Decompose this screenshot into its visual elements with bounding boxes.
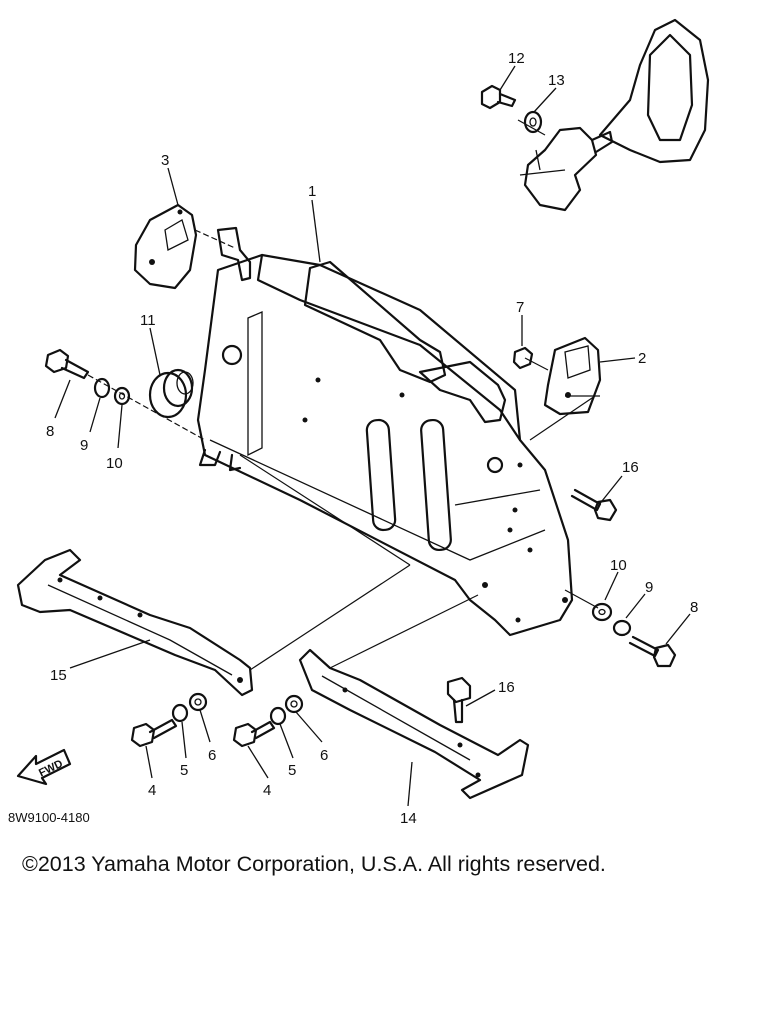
bolt-16-lower-part	[446, 676, 472, 724]
bracket-2-part	[543, 336, 602, 416]
callout-6-left: 6	[208, 747, 216, 764]
washer-13-part	[523, 110, 543, 134]
main-frame-part	[196, 226, 574, 637]
callout-3: 3	[161, 152, 169, 169]
callout-leaders	[54, 65, 691, 807]
washer-5-right-part	[269, 706, 287, 726]
exploded-parts-diagram: 1 2 3 4 4 5 5 6 6 7 8 8 9 9 10 10 11 12 …	[8, 18, 710, 827]
washer-9-left-part	[93, 377, 111, 399]
copyright-notice: ©2013 Yamaha Motor Corporation, U.S.A. A…	[22, 852, 606, 876]
callout-9-right: 9	[645, 579, 653, 596]
callout-8-left: 8	[46, 423, 54, 440]
assembly-lines	[87, 119, 600, 671]
callout-16-upper: 16	[622, 459, 639, 476]
bolt-12-part	[480, 84, 517, 110]
bolt-16-upper-part	[570, 488, 618, 522]
nut-7-part	[512, 346, 534, 370]
washer-10-right-part	[591, 602, 613, 622]
callout-10-right: 10	[610, 557, 627, 574]
callout-13: 13	[548, 72, 565, 89]
washer-9-right-part	[612, 619, 632, 637]
callout-8-right: 8	[690, 599, 698, 616]
callout-5-right: 5	[288, 762, 296, 779]
bolt-4-left-part	[130, 718, 178, 748]
bolt-4-right-part	[232, 720, 276, 748]
callout-9-left: 9	[80, 437, 88, 454]
callout-14: 14	[400, 810, 417, 827]
drawing-code: 8W9100-4180	[8, 810, 90, 825]
callout-10-left: 10	[106, 455, 123, 472]
washer-10-left-part	[113, 386, 131, 406]
tiller-handle-part	[519, 18, 710, 212]
washer-6-left-part	[188, 692, 208, 712]
callout-12: 12	[508, 50, 525, 67]
callout-2: 2	[638, 350, 646, 367]
callout-5-left: 5	[180, 762, 188, 779]
rail-14-part	[298, 648, 530, 800]
grommet-11-part	[148, 368, 194, 419]
callout-11: 11	[140, 312, 156, 329]
bolt-8-right-part	[628, 635, 677, 668]
callout-16-lower: 16	[498, 679, 515, 696]
bracket-3-part	[133, 203, 198, 290]
washer-5-left-part	[171, 703, 189, 723]
callout-6-right: 6	[320, 747, 328, 764]
callout-4-right: 4	[263, 782, 271, 799]
callout-4-left: 4	[148, 782, 156, 799]
callout-1: 1	[308, 183, 316, 200]
callout-7: 7	[516, 299, 524, 316]
part-number-callouts: 1 2 3 4 4 5 5 6 6 7 8 8 9 9 10 10 11 12 …	[46, 50, 698, 827]
fwd-arrow-icon: FWD	[16, 748, 72, 786]
bolt-8-left-part	[44, 348, 90, 380]
callout-15: 15	[50, 667, 67, 684]
rail-15-part	[16, 548, 254, 697]
washer-6-right-part	[284, 694, 304, 714]
